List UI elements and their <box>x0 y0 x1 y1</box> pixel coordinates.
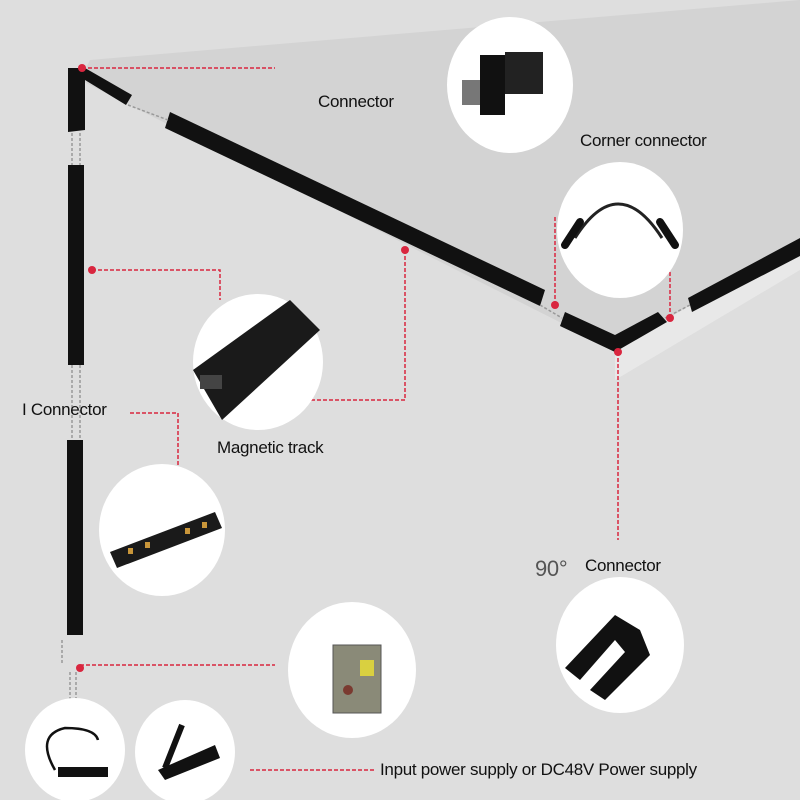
corner-connector-bubble <box>557 162 683 298</box>
callout-lines <box>80 67 671 771</box>
ninety-connector-label: Connector <box>585 556 661 575</box>
connector-product-icon <box>462 52 543 115</box>
i-connector-bubble <box>99 464 225 596</box>
magnetic-track-label: Magnetic track <box>217 438 324 457</box>
power-supply-product-icon <box>332 644 382 714</box>
feed-cable-bubble <box>25 698 125 800</box>
track-segments <box>67 68 800 635</box>
i-connector-label: I Connector <box>22 400 107 419</box>
diagonal-magnetic-track <box>165 112 545 306</box>
feed-connector-product-icon <box>158 745 220 780</box>
right-track <box>688 238 800 312</box>
corner-connector-label: Corner connector <box>580 131 707 150</box>
power-supply-label: Input power supply or DC48V Power supply <box>380 760 697 779</box>
corner-connector-product-icon <box>573 202 664 239</box>
v-connector-track <box>560 312 667 352</box>
top-corner-track <box>68 68 132 132</box>
connector-gaps <box>61 104 691 700</box>
ninety-connector-product-icon <box>565 615 650 700</box>
magnetic-track-product-icon <box>193 300 320 420</box>
feed-cable-product-icon <box>45 726 108 777</box>
ninety-degree-label: 90° <box>535 556 568 581</box>
callout-dots <box>76 64 674 672</box>
connector-label: Connector <box>318 92 394 111</box>
left-track-lower <box>67 440 83 635</box>
feed-connector-bubble <box>135 700 235 800</box>
i-connector-product-icon <box>110 512 222 568</box>
left-track-upper <box>68 165 84 365</box>
